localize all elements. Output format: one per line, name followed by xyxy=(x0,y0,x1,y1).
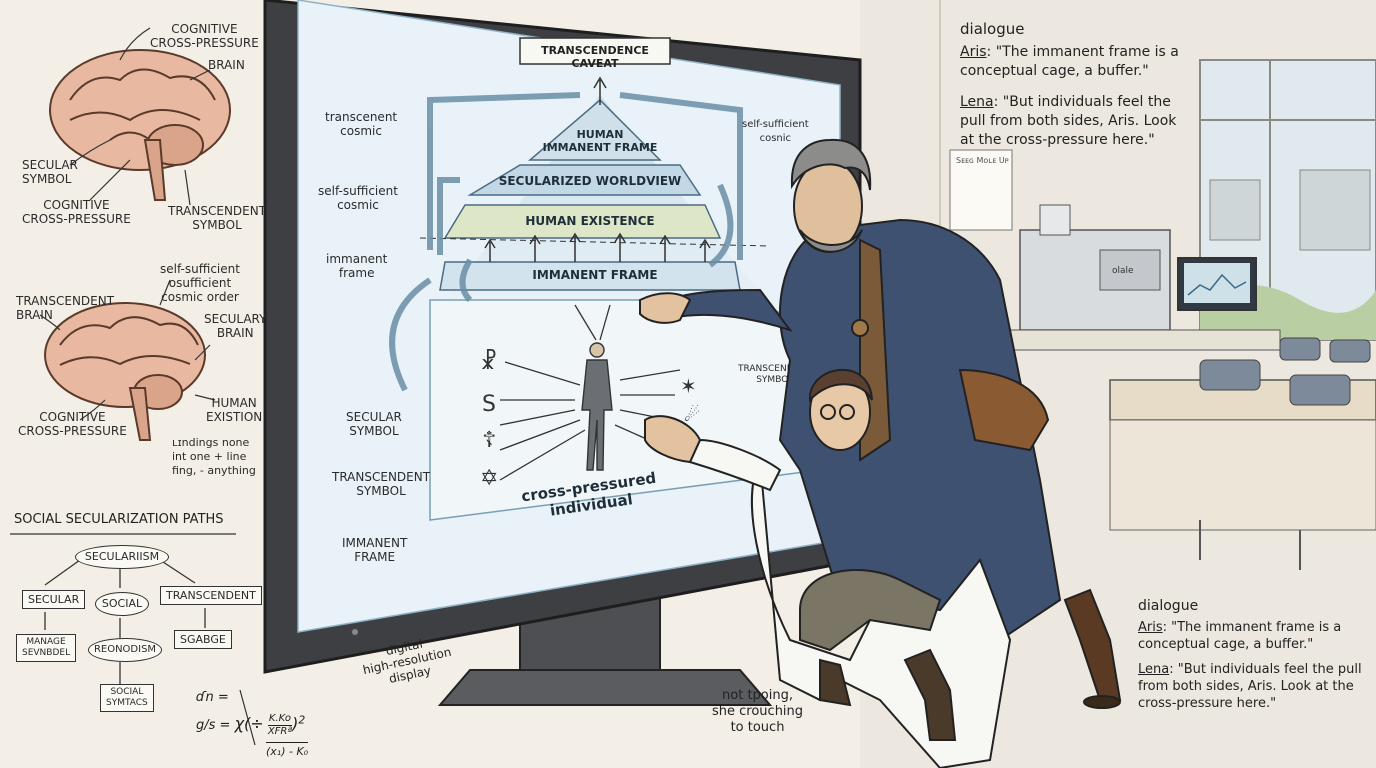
formula-num: K.Ko xyxy=(267,713,293,726)
label-scribble: ʟɪndings none int one + line fing, - any… xyxy=(172,436,256,477)
aris-head xyxy=(790,138,872,253)
aris-figure xyxy=(639,218,1122,709)
brain-top-illustration xyxy=(49,49,231,201)
formula-exp: 2 xyxy=(298,713,306,727)
label-self-sufficient-right: self-sufficient cosnic xyxy=(742,119,809,144)
tier-label-secularized: SECULARIZED WORLDVIEW xyxy=(498,174,682,188)
tier-human-existence xyxy=(443,204,722,239)
symbol-s-icon: S xyxy=(482,392,496,417)
dialogue-bottom-line-aris: Aris: "The immanent frame is a conceptua… xyxy=(1138,620,1342,652)
aris-quote: "The immanent frame is a conceptual cage… xyxy=(960,44,1179,79)
formula-den: XFRª xyxy=(267,726,293,737)
paths-root: SECULARIISM xyxy=(75,545,169,569)
speaker-aris: Aris xyxy=(960,44,987,60)
brain-sketches xyxy=(10,27,256,746)
paths-branch-transcendent: TRANSCENDENT xyxy=(160,586,262,605)
caveat-label: TRANSCENDENCE CAVEAT xyxy=(541,44,649,70)
poster-text: Sᴇᴇɢ Mᴏʟᴇ Uᴘ xyxy=(956,156,1009,165)
label-self-sufficient-cosmic: self-sufficient cosmic xyxy=(318,184,398,212)
paths-sub-manage: MANAGE SEVNBDEL xyxy=(16,634,77,662)
label-secular-symbol-left: SECULAR SYMBOL xyxy=(22,158,78,186)
lena-quote-2: "But individuals feel the pull from both… xyxy=(1138,662,1362,711)
cross-pressured-figure xyxy=(581,342,613,471)
dialogue-bottom-line-lena: Lena: "But individuals feel the pull fro… xyxy=(1138,662,1362,711)
tier-label-immanent: IMMANENT FRAME xyxy=(532,268,658,282)
caveat-box xyxy=(519,37,671,65)
lena-head xyxy=(808,369,873,451)
dialogue-top-line-aris: Aris: "The immanent frame is a conceptua… xyxy=(960,44,1179,79)
label-transcenent-cosmic: transcenent cosmic xyxy=(325,110,398,138)
label-brain: BRAIN xyxy=(208,58,245,72)
formula-line-2: g/s = xyxy=(196,718,235,733)
dialogue-top: dialogue Aris: "The immanent frame is a … xyxy=(960,20,1185,150)
label-self-sufficient-order: self-sufficient osufficient cosmic order xyxy=(160,262,240,304)
lena-figure xyxy=(644,415,1012,768)
dialogue-bottom: dialogue Aris: "The immanent frame is a … xyxy=(1138,598,1370,712)
paths-title: SOCIAL SECULARIZATION PATHS xyxy=(14,512,224,527)
label-secular-brain: SECULARY BRAIN xyxy=(204,312,267,340)
speaker-aris-2: Aris xyxy=(1138,620,1163,635)
symbol-star-of-david-icon: ✡ xyxy=(480,466,499,491)
symbol-cross-icon: ☦ xyxy=(482,428,497,453)
paths-sub-social-symtacs: SOCIAL SYMTACS xyxy=(100,684,154,712)
tier-label-existence: HUMAN EXISTENCE xyxy=(525,214,655,228)
wall-poster xyxy=(949,149,1013,231)
paths-sub-sgabge: SGABGE xyxy=(174,630,232,649)
tier-human-immanent xyxy=(527,98,662,161)
paths-sub-reonodism: REONODISM xyxy=(88,638,162,662)
label-transcendent-brain: TRANSCENDENT BRAIN xyxy=(16,294,115,322)
brain-mid-illustration xyxy=(44,302,206,441)
label-secular-symbol: SECULAR SYMBOL xyxy=(346,410,402,438)
paths-branch-secular: SECULAR xyxy=(22,590,86,609)
formula: ɗn = g/s = χ(÷ K.Ko XFRª )2 (x₁) - K₀ xyxy=(196,690,309,758)
speaker-lena-2: Lena xyxy=(1138,662,1170,677)
lena-quote: "But individuals feel the pull from both… xyxy=(960,94,1177,148)
label-immanent-frame: immanent frame xyxy=(326,252,388,280)
formula-denominator: (x₁) - K₀ xyxy=(266,742,309,758)
label-human-existion: HUMAN EXISTION xyxy=(206,396,263,424)
symbol-star-icon: ✶ xyxy=(680,374,697,398)
instrument-label: olale xyxy=(1112,266,1134,276)
label-cognitive-mid: COGNITIVE CROSS-PRESSURE xyxy=(18,410,127,438)
crouch-note: not tpoing, she crouching to touch xyxy=(712,688,804,735)
tier-secularized xyxy=(467,164,702,196)
paths-branch-social: SOCIAL xyxy=(95,592,149,616)
label-cognitive-1: COGNITIVE CROSS-PRESSURE xyxy=(150,22,259,50)
dialogue-top-heading: dialogue xyxy=(960,20,1025,38)
label-immanent-frame-low: IMMANENT FRAME xyxy=(342,536,408,564)
label-transcendent-symbol: TRANSCENDENT SYMBOL xyxy=(332,470,431,498)
aris-quote-2: "The immanent frame is a conceptual cage… xyxy=(1138,620,1342,652)
dialogue-bottom-heading: dialogue xyxy=(1138,598,1199,614)
speaker-lena: Lena xyxy=(960,94,994,110)
dialogue-top-line-lena: Lena: "But individuals feel the pull fro… xyxy=(960,94,1177,148)
label-cognitive-2: COGNITIVE CROSS-PRESSURE xyxy=(22,198,131,226)
label-transcendent-symbol-right: TRANSCENDENT SYMBOL xyxy=(738,364,812,385)
tier-label-human: HUMAN IMMANENT FRAME xyxy=(542,128,658,154)
formula-line-1: ɗn = xyxy=(196,690,229,705)
symbol-chi-rho-icon: ☧ xyxy=(480,350,498,375)
label-transcendent-symbol-left: TRANSCENDENT SYMBOL xyxy=(168,204,267,232)
symbol-swirl-icon: ☄ xyxy=(684,405,701,426)
